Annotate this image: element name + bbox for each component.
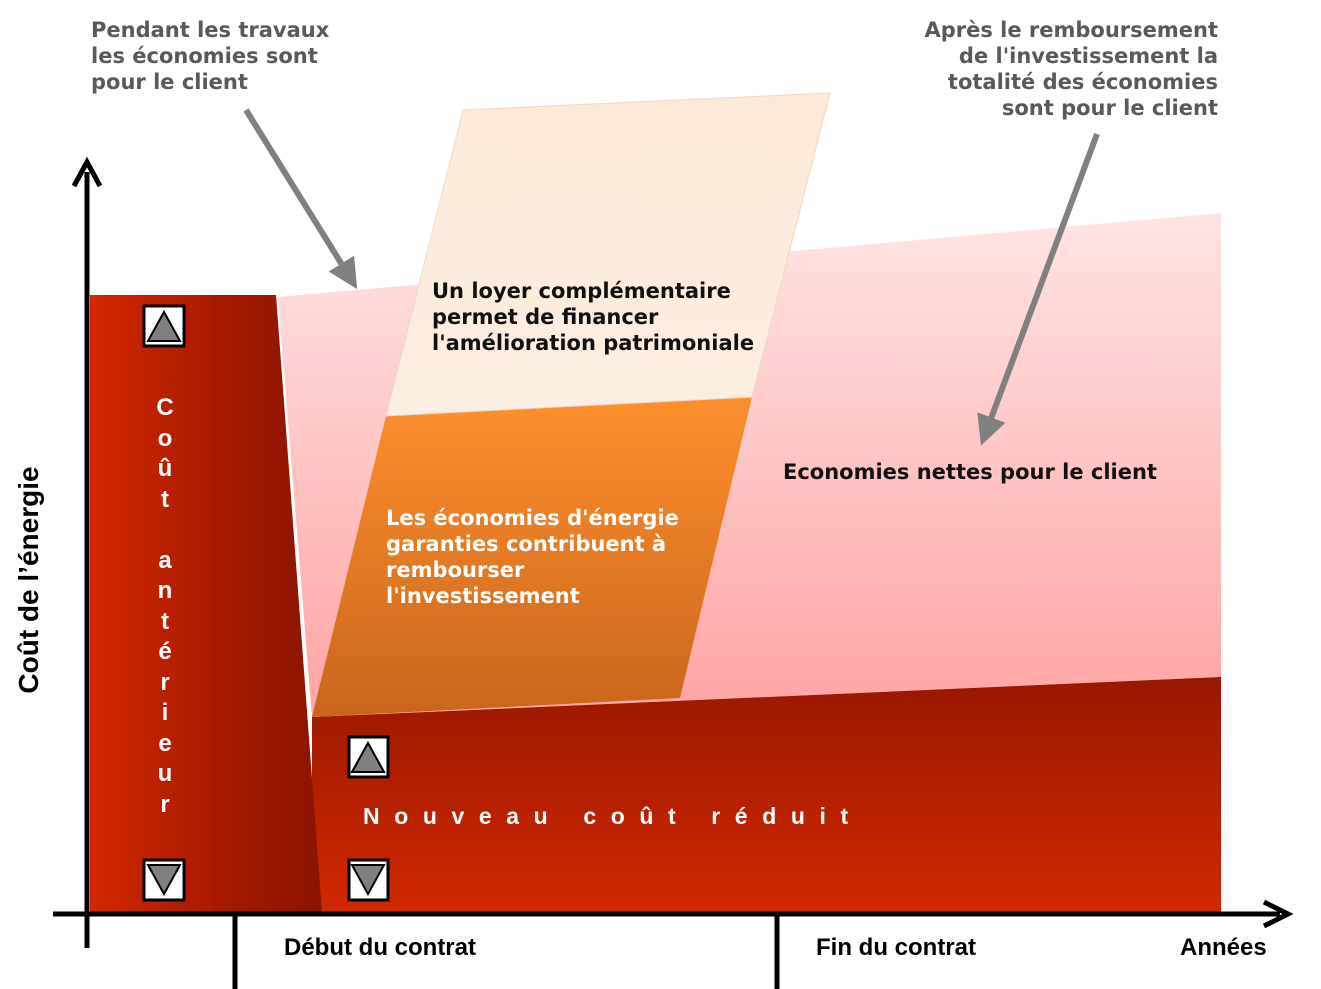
down-triangle-icon: [347, 858, 390, 902]
up-triangle-icon: [142, 304, 186, 348]
during-works-arrow: [243, 108, 358, 290]
previous-cost-letter: r: [160, 790, 170, 818]
during-works-note: Pendant les travaux les économies sont p…: [91, 18, 330, 94]
previous-cost-letter: é: [158, 638, 172, 665]
complementary-rent-area: [385, 92, 831, 417]
contract-start-label: Début du contrat: [284, 934, 476, 961]
energy-savings-area: [312, 397, 752, 717]
y-axis-arrowhead: [71, 156, 103, 188]
previous-cost-letter: r: [160, 668, 170, 696]
previous-cost-letter: e: [158, 729, 172, 757]
previous-cost-letter: û: [157, 455, 173, 482]
previous-cost-letter: i: [161, 699, 169, 726]
new-cost-area: [312, 677, 1221, 913]
after-repayment-arrow: [977, 132, 1100, 446]
previous-cost-letter: t: [161, 485, 169, 513]
previous-cost-letter: a: [158, 546, 172, 574]
x-axis-label: Années: [1180, 934, 1267, 961]
complementary-rent-label: Un loyer complémentaire permet de financ…: [432, 279, 755, 355]
previous-cost-letter: o: [157, 424, 173, 452]
previous-cost-letter: t: [161, 607, 169, 635]
previous-cost-letter: C: [156, 394, 174, 421]
previous-cost-letter: n: [157, 577, 173, 604]
new-cost-label: Nouveau coût réduit: [363, 803, 863, 829]
previous-cost-area: [90, 295, 322, 913]
up-triangle-icon: [347, 735, 390, 779]
contract-end-label: Fin du contrat: [816, 934, 976, 961]
after-repayment-note: Après le remboursement de l'investisseme…: [924, 18, 1218, 120]
energy-savings-label: Les économies d'énergie garanties contri…: [386, 506, 679, 608]
net-savings-label: Economies nettes pour le client: [783, 460, 1157, 484]
previous-cost-letter: u: [157, 760, 173, 787]
y-axis-label: Coût de l’énergie: [13, 466, 44, 694]
x-axis-arrowhead: [1262, 899, 1294, 929]
down-triangle-icon: [142, 858, 186, 902]
